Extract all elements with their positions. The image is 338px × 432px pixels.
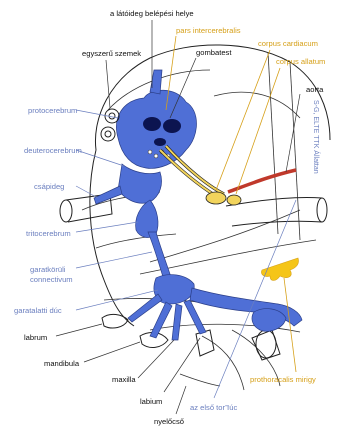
label-protocerebrum: protocerebrum xyxy=(28,106,77,115)
label-gombatest: gombatest xyxy=(196,48,232,57)
nervous-system xyxy=(94,70,302,340)
label-egyszeru-szemek: egyszerű szemek xyxy=(82,49,141,58)
corpora xyxy=(206,192,241,205)
label-mandibula: mandibula xyxy=(44,359,80,368)
label-aorta: aorta xyxy=(306,85,324,94)
label-nyelocso: nyelőcső xyxy=(154,417,184,426)
label-maxilla: maxilla xyxy=(112,375,136,384)
label-garatkoruli-2: connectivum xyxy=(30,275,73,284)
label-labrum: labrum xyxy=(24,333,47,342)
label-garatkoruli-1: garatkörüli xyxy=(30,265,66,274)
label-corpus-allatum: corpus allatum xyxy=(276,57,325,66)
label-garatalatti-duc: garatalatti dúc xyxy=(14,306,62,315)
corpus-cardiacum-shape xyxy=(206,192,226,204)
label-latoideg: a látóideg belépési helye xyxy=(110,9,194,18)
labium-nerve xyxy=(184,300,206,334)
label-pars-intercerebralis: pars intercerebralis xyxy=(176,26,241,35)
label-az-elso-torduc: az első torדúc xyxy=(190,403,237,412)
label-csapideg: csápideg xyxy=(34,182,64,191)
label-deuterocerebrum: deuterocerebrum xyxy=(24,146,82,155)
label-prothoracalis-mirigy: prothoracalis mirigy xyxy=(250,375,316,384)
circumoesophageal-connective xyxy=(148,232,172,280)
label-tritocerebrum: tritocerebrum xyxy=(26,229,71,238)
label-credit: S-G, ELTE TTK Állattan xyxy=(312,100,321,174)
head-outline xyxy=(82,45,330,390)
maxilla-nerve xyxy=(172,304,182,340)
mandible-nerve xyxy=(150,302,172,338)
corpus-allatum-shape xyxy=(227,195,241,205)
label-labium: labium xyxy=(140,397,162,406)
label-corpus-cardiacum: corpus cardiacum xyxy=(258,39,318,48)
